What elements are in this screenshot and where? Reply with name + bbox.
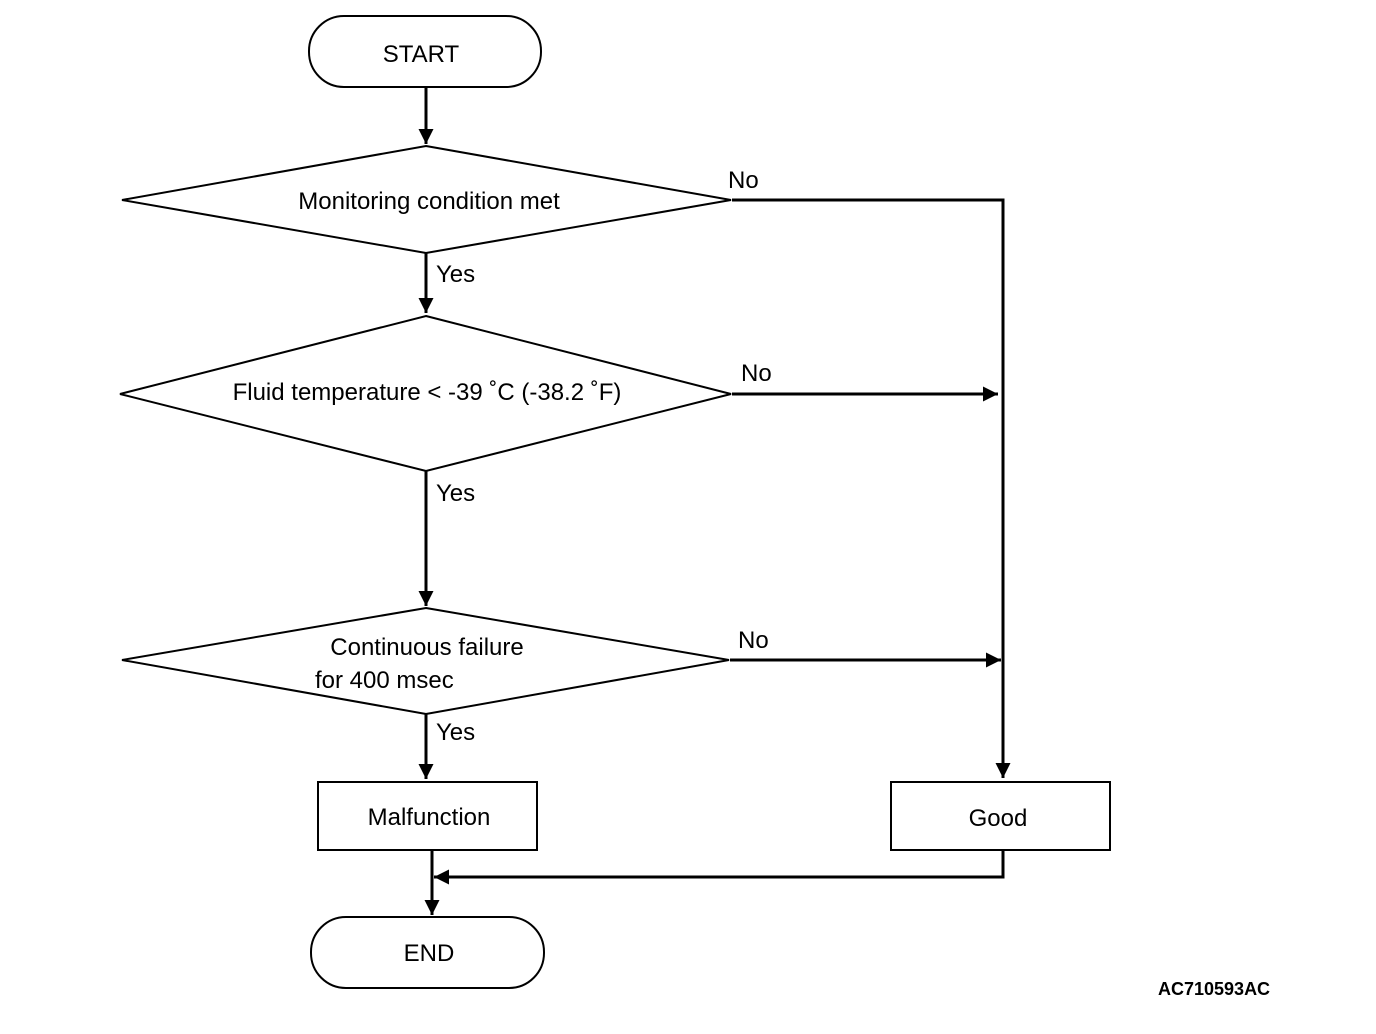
figure-id-label: AC710593AC — [1158, 979, 1270, 999]
fluid-temp-decision — [119, 314, 732, 473]
node-end: END — [310, 916, 545, 989]
start-terminal — [308, 15, 542, 88]
edge-labels: No Yes No Yes No Yes — [436, 167, 772, 746]
fluid-temp-label: Fluid temperature < -39 ˚C (-38.2 ˚F) — [233, 379, 622, 406]
start-label: START — [383, 41, 460, 68]
end-terminal — [310, 916, 545, 989]
continuous-label-line1: Continuous failure — [330, 634, 523, 661]
fluid-temp-yes-label: Yes — [436, 480, 475, 507]
connector-good-to-end — [434, 851, 1005, 885]
node-start: START — [308, 15, 542, 88]
continuous-no-label: No — [738, 627, 769, 654]
end-label: END — [404, 940, 455, 967]
monitoring-no-label: No — [728, 167, 759, 194]
node-continuous-failure: Continuous failure for 400 msec — [121, 606, 730, 716]
malfunction-label: Malfunction — [368, 804, 491, 831]
continuous-decision — [121, 606, 730, 716]
good-label: Good — [969, 805, 1028, 832]
continuous-yes-label: Yes — [436, 719, 475, 746]
connectors — [418, 88, 1011, 915]
node-fluid-temperature: Fluid temperature < -39 ˚C (-38.2 ˚F) — [119, 314, 732, 473]
connector-monitoring-no-to-good — [732, 198, 1011, 778]
monitoring-yes-label: Yes — [436, 261, 475, 288]
continuous-label-line2: for 400 msec — [315, 667, 454, 694]
node-monitoring-condition: Monitoring condition met — [121, 144, 732, 255]
fluid-temp-no-label: No — [741, 360, 772, 387]
malfunction-box — [317, 781, 538, 851]
node-malfunction: Malfunction — [317, 781, 538, 851]
good-box — [890, 781, 1111, 851]
node-good: Good — [890, 781, 1111, 851]
monitoring-decision — [121, 144, 732, 255]
monitoring-label: Monitoring condition met — [298, 188, 560, 215]
